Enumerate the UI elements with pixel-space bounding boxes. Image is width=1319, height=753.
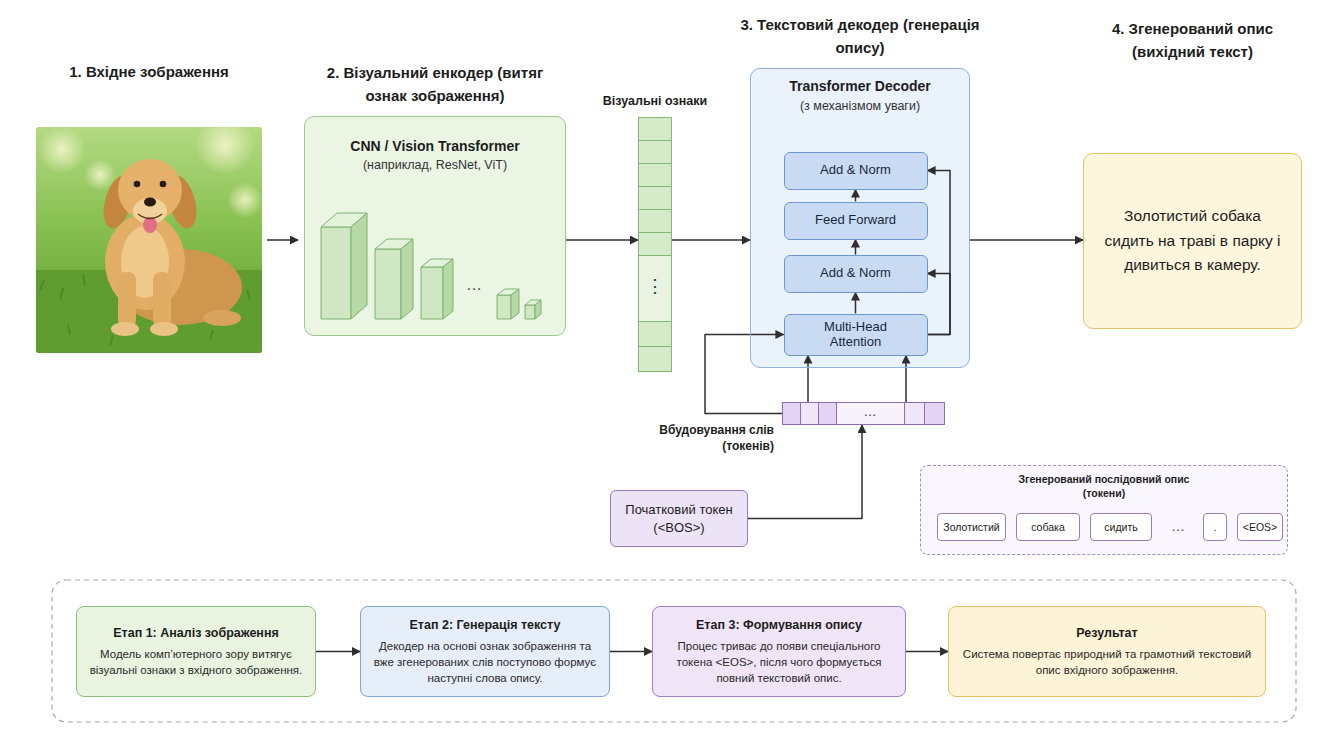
stage-box: Етап 2: Генерація текстуДекодер на основ…: [360, 606, 610, 697]
stage-text: Декодер на основі ознак зображення та вж…: [373, 638, 597, 686]
token-label: сидить: [1104, 521, 1137, 533]
connector-arrow: [970, 239, 1083, 241]
token-box: собака: [1016, 513, 1080, 541]
vector-label: Візуальні ознаки: [580, 93, 730, 109]
connector-arrow: [928, 274, 951, 335]
column-heading: 1. Вхідне зображення: [36, 61, 262, 84]
connector-arrow: [748, 425, 862, 519]
layer-label: Add & Norm: [820, 163, 891, 178]
layer-label: Multi-Head Attention: [811, 320, 901, 350]
ellipsis: …: [1160, 519, 1196, 533]
token-label: Золотистий: [943, 521, 999, 533]
ellipsis: …: [836, 405, 904, 418]
token-box: Золотистий: [937, 513, 1006, 541]
stage-title: Етап 3: Формування опису: [696, 617, 862, 635]
stage-box: РезультатСистема повертає природний та г…: [948, 606, 1266, 697]
connector-arrow: [906, 651, 948, 653]
ellipsis: …: [456, 277, 492, 293]
column-heading: 3. Текстовий декодер (генерація опису): [740, 14, 980, 59]
column-heading: 4. Згенерований опис (вихідний текст): [1078, 18, 1308, 63]
input-arrow: [267, 239, 298, 241]
box-subtitle: (з механізмом уваги): [800, 97, 920, 116]
stage-title: Етап 2: Генерація тексту: [410, 617, 561, 635]
connector-arrow: [855, 240, 857, 255]
token-label: Початковий токен (<BOS>): [621, 501, 737, 536]
connector-arrow: [610, 651, 652, 653]
token-embeddings: Вбудовування слів (токенів)…: [782, 402, 945, 425]
connector-arrow: [705, 335, 784, 414]
stages-frame: [52, 580, 1296, 722]
stage-text: Система повертає природний та грамотний …: [961, 646, 1253, 678]
layer-box: Add & Norm: [784, 152, 928, 190]
encoder-box: 2. Візуальний енкодер (витяг ознак зобра…: [304, 116, 566, 336]
feature-vector: Візуальні ознаки⋮: [638, 117, 672, 373]
layer-label: Feed Forward: [815, 213, 896, 228]
output-box: 4. Згенерований опис (вихідний текст)Зол…: [1083, 153, 1302, 329]
connector-arrow: [905, 356, 907, 403]
connector-arrow: [855, 190, 857, 202]
stage-box: Етап 3: Формування описуПроцес триває до…: [652, 606, 906, 697]
token-box: .: [1203, 513, 1227, 541]
connector-arrow: [855, 293, 857, 314]
connector-arrow: [316, 651, 360, 653]
stage-title: Результат: [1076, 625, 1137, 643]
layer-box: Add & Norm: [784, 255, 928, 293]
column-heading: 2. Візуальний енкодер (витяг ознак зобра…: [315, 62, 555, 107]
layer-box: Feed Forward: [784, 202, 928, 240]
decoder-box: 3. Текстовий декодер (генерація опису)Tr…: [750, 68, 970, 368]
connector-arrow: [672, 239, 750, 241]
stage-text: Модель комп’ютерного зору витягує візуал…: [89, 646, 303, 678]
vector-cells: [638, 117, 672, 373]
token-box: сидить: [1090, 513, 1152, 541]
box-title: Transformer Decoder: [789, 77, 931, 97]
group-title: Згенерований послідовний опис (токени): [1004, 473, 1204, 500]
token-label: .: [1214, 521, 1217, 533]
stage-box: Етап 1: Аналіз зображенняМодель комп’юте…: [76, 606, 316, 697]
connector-arrow: [928, 171, 951, 335]
token-sequence-group: Згенерований послідовний опис (токени) Зо…: [920, 465, 1288, 555]
box-title: CNN / Vision Transformer: [350, 137, 519, 157]
layer-label: Add & Norm: [820, 266, 891, 281]
stage-text: Процес триває до появи спеціального токе…: [665, 638, 893, 686]
vector-label: Вбудовування слів (токенів): [634, 422, 774, 454]
start-token-box: Початковий токен (<BOS>): [610, 490, 748, 547]
connector-arrow: [807, 356, 809, 403]
output-text: Золотистий собака сидить на траві в парк…: [1098, 204, 1287, 278]
layer-box: Multi-Head Attention: [784, 314, 928, 356]
dog-photo: [36, 127, 262, 353]
box-subtitle: (наприклад, ResNet, ViT): [363, 157, 507, 175]
stage-title: Етап 1: Аналіз зображення: [113, 625, 279, 643]
token-label: <EOS>: [1243, 521, 1277, 533]
ellipsis: ⋮: [638, 277, 672, 295]
box-fill: [750, 68, 970, 368]
token-label: собака: [1031, 521, 1064, 533]
token-box: <EOS>: [1237, 513, 1283, 541]
connector-arrow: [566, 239, 638, 241]
